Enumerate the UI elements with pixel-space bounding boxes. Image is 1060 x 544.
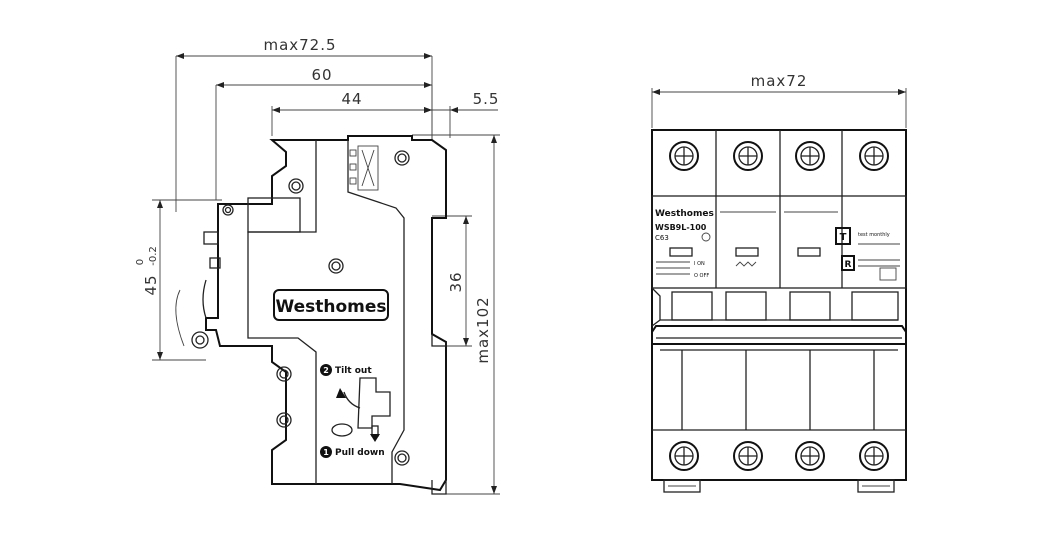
front-handles bbox=[651, 287, 907, 351]
front-pole3-window bbox=[797, 247, 821, 257]
pull-down-number: 1 bbox=[323, 448, 329, 457]
front-bottom-screws bbox=[669, 441, 889, 471]
dim-label-45: 45 bbox=[142, 274, 160, 295]
dim-45: 45 0 -0.2 bbox=[135, 199, 222, 361]
front-model-text: WSB9L-100 bbox=[655, 223, 707, 232]
dim-44: 44 bbox=[271, 90, 433, 136]
front-pole1-label: Westhomes WSB9L-100 C63 I ON O OFF bbox=[655, 209, 714, 279]
test-button-label: T bbox=[840, 232, 847, 243]
dim-60: 60 bbox=[215, 66, 433, 200]
front-clip-right bbox=[857, 479, 895, 493]
front-body bbox=[651, 129, 907, 481]
side-brand-plate: Westhomes bbox=[273, 289, 389, 321]
dim-label-60: 60 bbox=[311, 66, 332, 84]
front-clip-left bbox=[663, 479, 701, 493]
dim-label-max72: max72 bbox=[751, 72, 808, 90]
dim-max102: max102 bbox=[412, 134, 500, 495]
dim-label-45-tol-lower: -0.2 bbox=[148, 246, 159, 266]
front-label-band bbox=[651, 195, 907, 289]
tilt-out-label: Tilt out bbox=[335, 366, 372, 376]
front-test-reset: T R test monthly bbox=[835, 227, 900, 281]
front-code-text: C63 bbox=[655, 234, 669, 242]
front-top-screws bbox=[669, 141, 889, 171]
dim-label-45-tol-upper: 0 bbox=[135, 259, 146, 265]
side-view: max72.5 60 44 5.5 bbox=[135, 36, 500, 495]
dim-label-36: 36 bbox=[447, 271, 465, 292]
dim-5-5: 5.5 bbox=[424, 90, 500, 138]
test-button[interactable] bbox=[835, 227, 851, 245]
reset-button[interactable] bbox=[841, 255, 855, 271]
dim-label-5-5: 5.5 bbox=[473, 90, 500, 108]
dim-label-44: 44 bbox=[341, 90, 362, 108]
dim-label-max102: max102 bbox=[474, 296, 492, 363]
tilt-out-number: 2 bbox=[323, 366, 329, 375]
front-on-mark: I ON bbox=[694, 261, 705, 267]
front-view: max72 Westhomes WSB9L-100 C63 bbox=[651, 72, 907, 493]
front-brand-text: Westhomes bbox=[655, 209, 714, 219]
pull-down-label: Pull down bbox=[335, 448, 385, 458]
dim-label-max72-5: max72.5 bbox=[263, 36, 336, 54]
side-brand-text: Westhomes bbox=[275, 297, 386, 317]
dim-max72-5: max72.5 bbox=[175, 36, 433, 212]
test-text: test monthly bbox=[858, 232, 890, 238]
front-pole2-window bbox=[735, 247, 759, 257]
dim-36: 36 bbox=[432, 215, 472, 347]
dim-max72: max72 bbox=[651, 72, 907, 128]
side-body-outline bbox=[175, 135, 447, 495]
reset-button-label: R bbox=[845, 260, 852, 270]
front-off-mark: O OFF bbox=[694, 273, 709, 279]
side-lever-instructions: 2 Tilt out 1 Pull down bbox=[320, 364, 391, 458]
side-holes bbox=[276, 150, 410, 466]
